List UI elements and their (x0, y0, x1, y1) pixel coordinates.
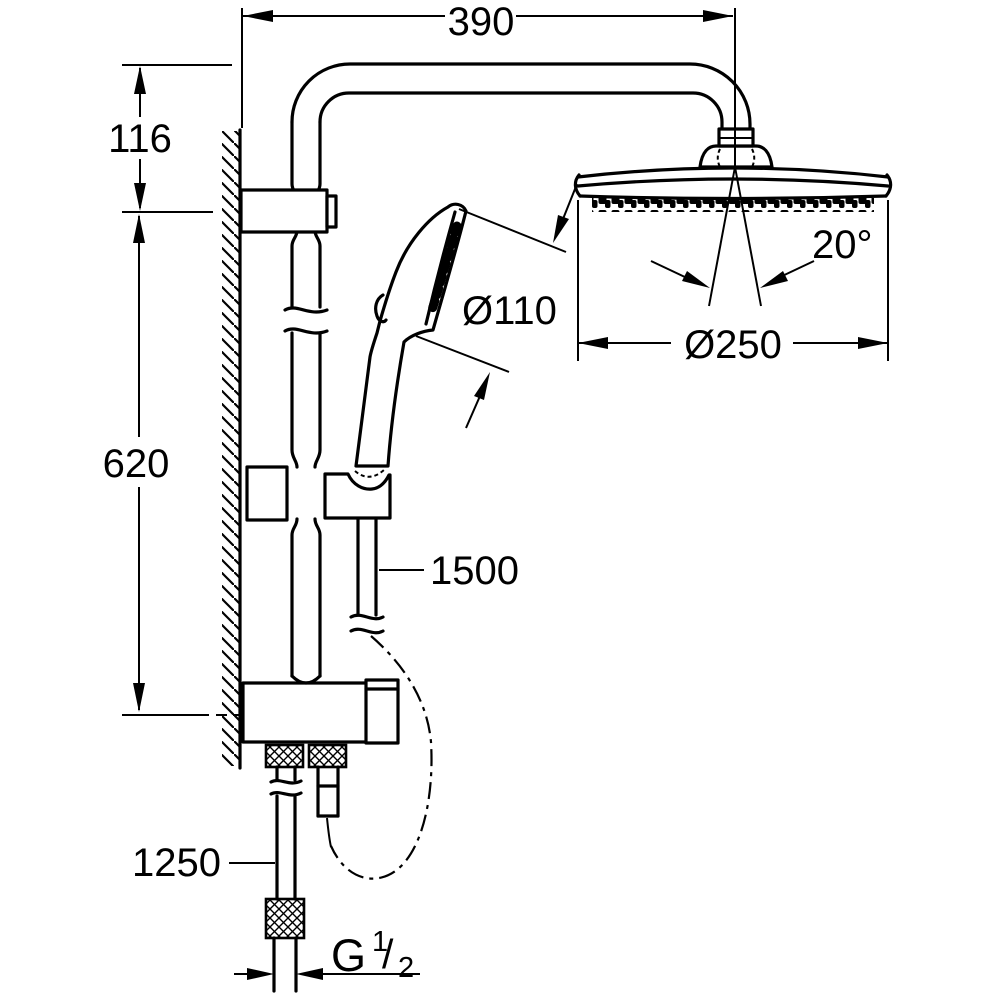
label-250: Ø250 (684, 323, 782, 367)
label-620: 620 (103, 442, 170, 486)
dimension-20deg: 20° (650, 166, 873, 307)
spray-cone-right (734, 166, 762, 307)
head-left-edge (573, 173, 582, 198)
label-116: 116 (108, 117, 172, 161)
head-right-edge (884, 173, 893, 198)
dimension-390: 390 (241, 0, 736, 167)
hand-shower (354, 202, 468, 468)
dimension-620: 620 (103, 214, 240, 716)
pipe-break-lower (283, 327, 329, 335)
wall-bracket (239, 188, 338, 234)
label-390: 390 (448, 0, 515, 44)
left-union-nut (264, 743, 305, 769)
hose-break-upper (349, 613, 385, 621)
hose-connector (326, 817, 332, 848)
left-pipe-break-upper (269, 778, 303, 785)
pipe-break-upper (283, 306, 329, 314)
label-thread-slash: / (382, 931, 394, 977)
label-1250: 1250 (132, 841, 221, 885)
supply-hoses (264, 743, 348, 993)
dimension-250: Ø250 (577, 200, 889, 367)
right-union-nut (307, 743, 348, 769)
head-shower (573, 127, 893, 212)
glide-block (245, 465, 289, 522)
bracket-knob (325, 194, 338, 229)
hand-shower-button (374, 293, 388, 324)
dimension-g-half: G 1 / 2 (234, 926, 420, 984)
spray-cone-left (708, 166, 736, 307)
wall-hatching (222, 131, 240, 766)
holder-block (323, 472, 392, 520)
label-20deg: 20° (812, 223, 873, 267)
shower-hose (326, 517, 433, 880)
dimension-110: Ø110 (415, 183, 578, 429)
dimension-1250: 1250 (132, 841, 275, 885)
label-thread-letter: G (331, 930, 366, 981)
dimension-1500: 1500 (379, 549, 519, 593)
label-110: Ø110 (462, 289, 557, 333)
left-pipe-break-lower (269, 790, 303, 797)
hose-break-lower (349, 627, 385, 635)
hand-shower-nozzles (426, 221, 462, 318)
ball-joint-hidden-right (751, 148, 756, 168)
bracket-body (239, 188, 329, 234)
shower-arm (290, 62, 752, 131)
hose-loop-phantom (329, 635, 433, 880)
label-thread-numerator: 1 (372, 926, 388, 958)
handle-cap-dotted (354, 469, 385, 478)
shower-rail (283, 120, 329, 678)
valve-body (241, 681, 373, 744)
diverter-valve (241, 674, 400, 745)
slider-holder (245, 465, 392, 522)
label-1500: 1500 (430, 549, 519, 593)
rail-end-cap (290, 674, 322, 685)
bottom-union-nut (264, 897, 306, 940)
wall (222, 128, 242, 770)
dimension-116: 116 (108, 64, 232, 213)
ball-joint-hidden-left (716, 148, 721, 168)
head-nozzle-band (592, 198, 874, 212)
label-thread-denominator: 2 (398, 952, 414, 984)
